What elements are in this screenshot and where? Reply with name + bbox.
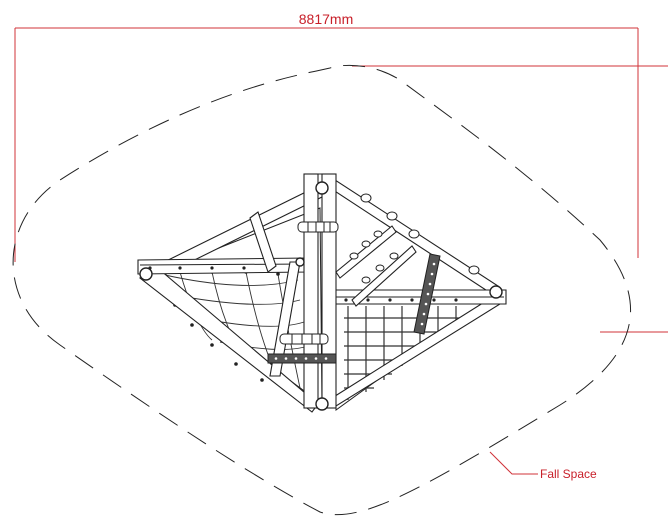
fall-space-label: Fall Space [540,467,597,481]
fall-space-callout: Fall Space [489,451,597,481]
climbing-holds [360,193,480,275]
height-dimension: 6833mm [352,65,671,333]
perforated-plank-bottom [267,353,337,364]
climbing-frame [137,173,507,413]
fall-space-boundary [12,64,631,516]
width-dimension-label: 8817mm [299,11,353,27]
height-dimension-label: 6833mm [669,271,671,325]
climbing-ladder [335,225,417,307]
perforated-plank-right [413,253,441,335]
beam-bolts-right [344,298,458,302]
post-heads [139,181,503,411]
